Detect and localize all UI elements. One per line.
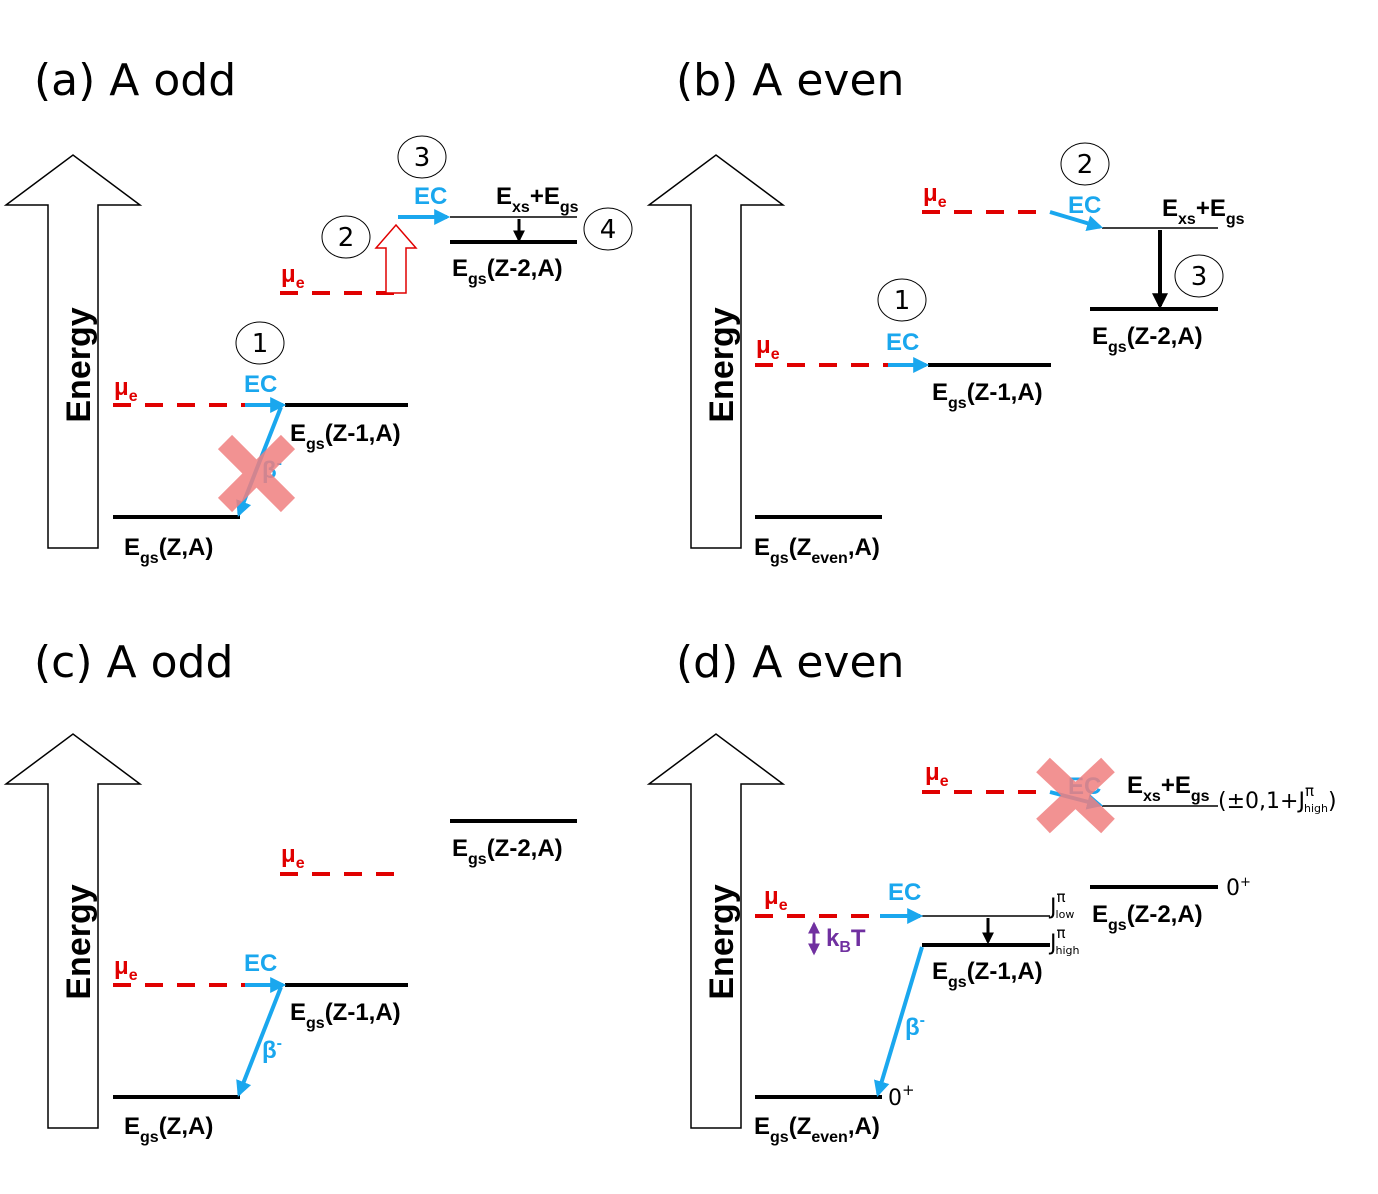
- step-marker-2-b: 2: [1060, 142, 1110, 186]
- mu-label-low-d: μe: [764, 883, 788, 914]
- panel-d: (d) A even Energy Egs(Zeven,A) 0+ Egs(Z-…: [646, 637, 1337, 1146]
- panel-d-title: (d) A even: [676, 637, 904, 688]
- ec-label-1-d: EC: [888, 879, 921, 906]
- svg-text:4: 4: [600, 215, 617, 245]
- energy-label-d: Energy: [703, 884, 741, 999]
- label-zeven-d: Egs(Zeven,A): [754, 1113, 880, 1146]
- ec-label-2-b: EC: [1068, 192, 1101, 219]
- step-marker-3-b: 3: [1174, 254, 1224, 298]
- energy-label-b: Energy: [703, 307, 741, 422]
- panel-c-title: (c) A odd: [34, 637, 233, 688]
- energy-axis-arrow-a: Energy: [3, 154, 143, 549]
- energy-label-c: Energy: [60, 884, 98, 999]
- spin-label-zeven-d: 0+: [888, 1081, 915, 1111]
- svg-text:2: 2: [1077, 150, 1094, 180]
- beta-label-d: β-: [905, 1012, 925, 1041]
- svg-text:2: 2: [338, 223, 355, 253]
- label-z2-a: Egs(Z-2,A): [452, 255, 563, 288]
- label-z2-d: Egs(Z-2,A): [1092, 901, 1203, 934]
- panel-b: (b) A even Energy Egs(Zeven,A) Egs(Z-1,A…: [646, 55, 1245, 567]
- ec-label-1-a: EC: [244, 371, 277, 398]
- step-marker-3-a: 3: [397, 135, 447, 179]
- label-excited-b: Exs+Egs: [1162, 195, 1245, 228]
- ec-label-1-b: EC: [886, 329, 919, 356]
- mu-label-low-b: μe: [756, 332, 780, 363]
- beta-arrow-d: [874, 946, 924, 1098]
- label-zA-c: Egs(Z,A): [124, 1113, 213, 1146]
- mu-label-high-d: μe: [925, 759, 949, 790]
- label-z2-c: Egs(Z-2,A): [452, 835, 563, 868]
- label-z1-b: Egs(Z-1,A): [932, 379, 1043, 412]
- label-excited-a: Exs+Egs: [496, 183, 579, 216]
- label-zA-a: Egs(Z,A): [124, 534, 213, 567]
- label-zeven-b: Egs(Zeven,A): [754, 534, 880, 567]
- label-z1-c: Egs(Z-1,A): [290, 999, 401, 1032]
- ec-label-2-a: EC: [414, 183, 447, 210]
- mu-label-low-c: μe: [114, 953, 138, 984]
- energy-label-a: Energy: [60, 307, 98, 422]
- beta-label-c: β-: [262, 1035, 282, 1064]
- blocked-cross-a: [217, 434, 296, 513]
- energy-axis-arrow-b: Energy: [646, 154, 786, 549]
- step-marker-1-a: 1: [235, 321, 285, 365]
- step-marker-4-a: 4: [583, 207, 633, 251]
- ec-label-c: EC: [244, 950, 277, 977]
- panel-a-title: (a) A odd: [34, 55, 236, 106]
- svg-text:3: 3: [1191, 262, 1208, 292]
- kbt-label-d: kBT: [826, 925, 866, 956]
- panel-a: (a) A odd Energy Egs(Z,A) Egs(Z-1,A) Egs…: [3, 55, 633, 567]
- label-z1-d: Egs(Z-1,A): [932, 958, 1043, 991]
- beta-arrow-c: [236, 986, 283, 1097]
- mu-increase-arrow-a: [374, 223, 418, 294]
- energy-axis-arrow-c: Energy: [3, 733, 143, 1129]
- svg-text:1: 1: [894, 286, 911, 316]
- svg-text:1: 1: [252, 329, 269, 359]
- mu-label-low-a: μe: [114, 374, 138, 405]
- spin-label-z2-d: 0+: [1226, 875, 1251, 901]
- step-marker-1-b: 1: [877, 278, 927, 322]
- energy-axis-arrow-d: Energy: [646, 733, 786, 1129]
- label-z2-b: Egs(Z-2,A): [1092, 323, 1203, 356]
- label-z1-a: Egs(Z-1,A): [290, 420, 401, 453]
- mu-label-high-a: μe: [281, 261, 305, 292]
- label-excited-d: Exs+Egs: [1127, 772, 1210, 805]
- svg-text:3: 3: [414, 143, 431, 173]
- mu-label-high-c: μe: [281, 841, 305, 872]
- panel-c: (c) A odd Energy Egs(Z,A) Egs(Z-1,A) Egs…: [3, 637, 577, 1146]
- mu-label-high-b: μe: [923, 180, 947, 211]
- ec-arrow-2-b: [1049, 210, 1104, 231]
- blocked-cross-d: [1036, 757, 1115, 834]
- step-marker-2-a: 2: [321, 215, 371, 259]
- panel-b-title: (b) A even: [676, 55, 904, 106]
